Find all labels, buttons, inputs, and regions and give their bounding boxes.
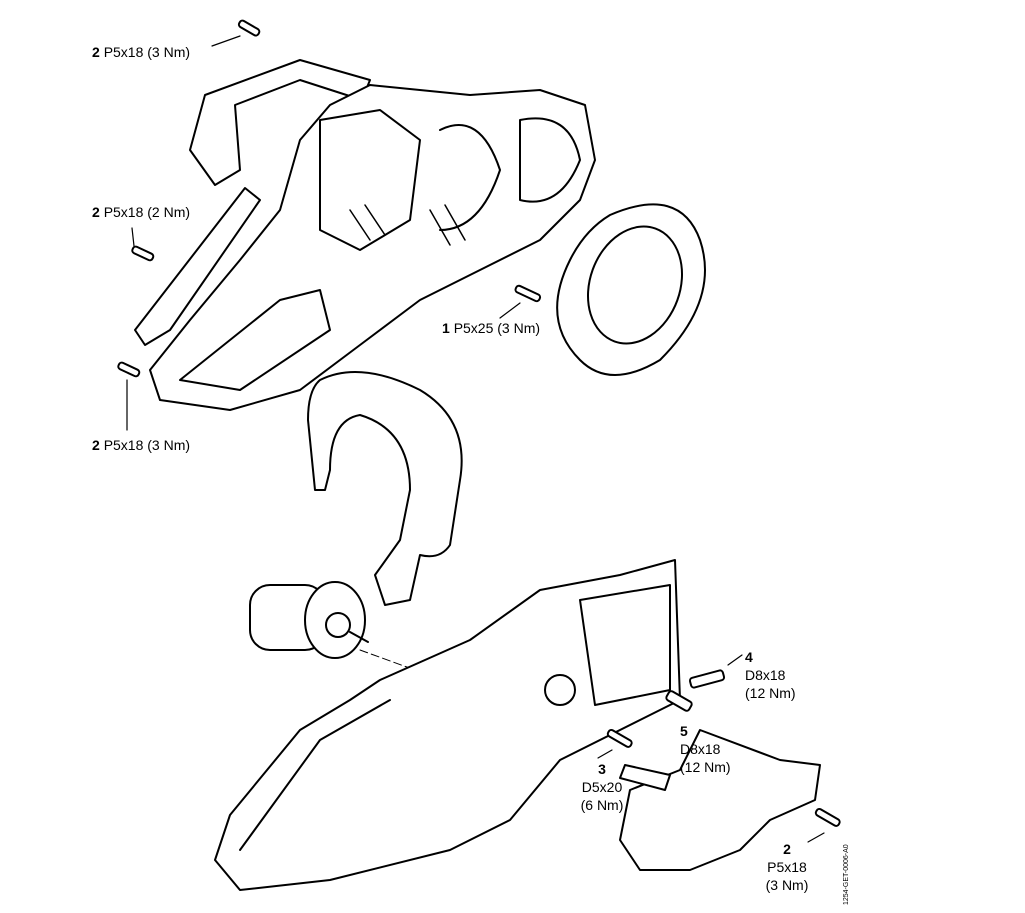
- lower-housing-part: [214, 559, 681, 891]
- motor-part: [249, 581, 369, 659]
- screw-4: [688, 654, 743, 689]
- callout-left-screw: 2 P5x18 (3 Nm): [92, 437, 191, 453]
- upper-housing-part: [149, 84, 596, 411]
- callout-ring-screw: 1 P5x25 (3 Nm): [442, 320, 541, 336]
- screw-left: [117, 361, 141, 431]
- screw-3: [597, 729, 633, 759]
- top-cover-part: [189, 59, 371, 186]
- sprocket-cover-part: [619, 729, 821, 871]
- side-trim-part: [134, 187, 261, 346]
- screw-top: [211, 19, 261, 47]
- drawing-code: 1254-GET-0006-A0: [843, 844, 850, 905]
- screw-5: [665, 690, 693, 712]
- front-handle-part: [307, 371, 463, 606]
- screw-ring: [499, 284, 542, 319]
- callout-trim-screw: 2 P5x18 (2 Nm): [92, 204, 191, 220]
- callout-top-cover-screw: 2 P5x18 (3 Nm): [92, 44, 191, 60]
- screw-bottom: [807, 808, 841, 843]
- screw-trim: [131, 227, 155, 262]
